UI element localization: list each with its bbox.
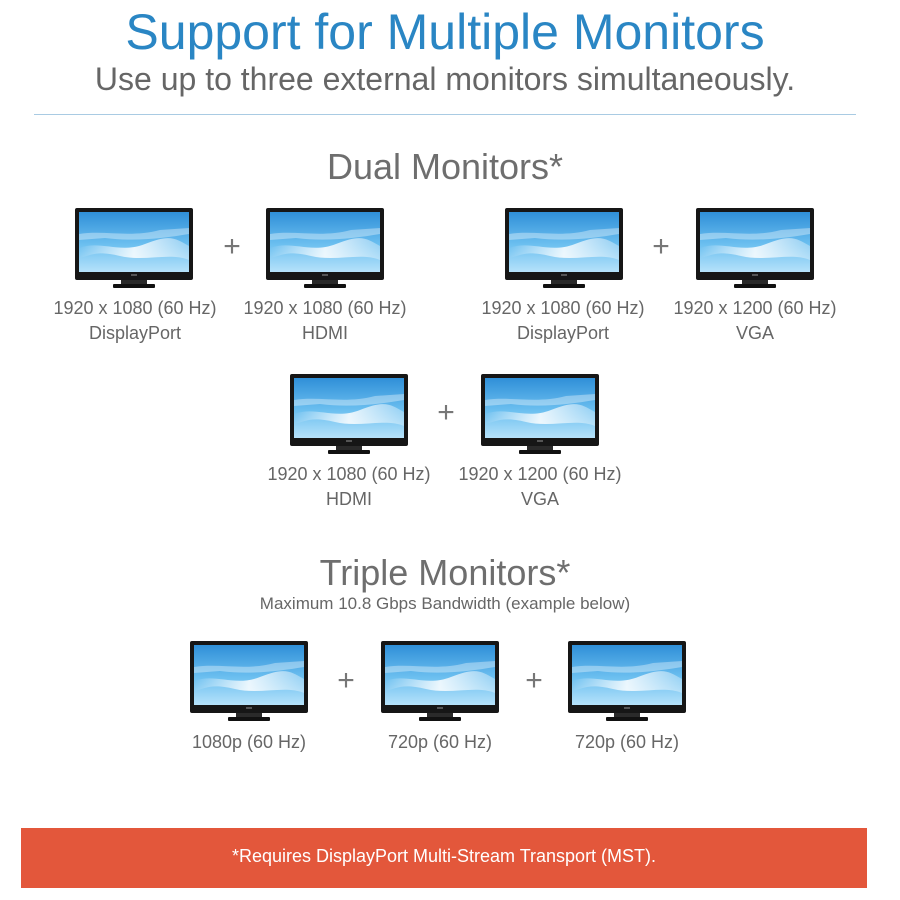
port-label: VGA: [520, 489, 559, 509]
monitor-caption: 1920 x 1080 (60 Hz) HDMI: [254, 462, 444, 512]
monitor-icon: [505, 208, 623, 288]
monitor-icon: [75, 208, 193, 288]
monitor-caption: 1920 x 1200 (60 Hz) VGA: [660, 296, 850, 346]
divider: [34, 114, 856, 115]
monitor-icon: [190, 641, 308, 721]
plus-icon: +: [337, 664, 355, 697]
port-label: DisplayPort: [516, 323, 610, 343]
plus-icon: +: [223, 230, 241, 263]
monitor-caption: 1920 x 1080 (60 Hz) DisplayPort: [40, 296, 230, 346]
monitor-icon: [290, 374, 408, 454]
resolution-label: 1920 x 1080 (60 Hz): [243, 298, 407, 318]
dual-monitors-title: Dual Monitors*: [326, 146, 564, 187]
resolution-label: 1920 x 1200 (60 Hz): [458, 464, 622, 484]
triple-monitors-subtitle: Maximum 10.8 Gbps Bandwidth (example bel…: [259, 594, 631, 613]
monitor-caption: 720p (60 Hz): [574, 732, 680, 752]
page-title: Support for Multiple Monitors: [125, 4, 765, 60]
resolution-label: 1920 x 1200 (60 Hz): [673, 298, 837, 318]
plus-icon: +: [525, 664, 543, 697]
plus-icon: +: [437, 396, 455, 429]
footer-note: *Requires DisplayPort Multi-Stream Trans…: [231, 846, 657, 866]
monitor-icon: [381, 641, 499, 721]
resolution-label: 1920 x 1080 (60 Hz): [267, 464, 431, 484]
monitor-caption: 1080p (60 Hz): [191, 732, 307, 752]
page-subtitle: Use up to three external monitors simult…: [94, 61, 796, 97]
monitor-caption: 1920 x 1200 (60 Hz) VGA: [445, 462, 635, 512]
footer-banner: *Requires DisplayPort Multi-Stream Trans…: [21, 828, 867, 888]
monitor-icon: [568, 641, 686, 721]
resolution-label: 1920 x 1080 (60 Hz): [53, 298, 217, 318]
port-label: DisplayPort: [88, 323, 182, 343]
monitor-icon: [481, 374, 599, 454]
resolution-label: 1920 x 1080 (60 Hz): [481, 298, 645, 318]
monitor-caption: 720p (60 Hz): [387, 732, 493, 752]
monitor-icon: [266, 208, 384, 288]
port-label: VGA: [735, 323, 774, 343]
port-label: HDMI: [326, 489, 372, 509]
plus-icon: +: [652, 230, 670, 263]
triple-monitors-title: Triple Monitors*: [319, 552, 571, 593]
monitor-caption: 1920 x 1080 (60 Hz) DisplayPort: [468, 296, 658, 346]
monitor-icon: [696, 208, 814, 288]
monitor-caption: 1920 x 1080 (60 Hz) HDMI: [230, 296, 420, 346]
port-label: HDMI: [302, 323, 348, 343]
